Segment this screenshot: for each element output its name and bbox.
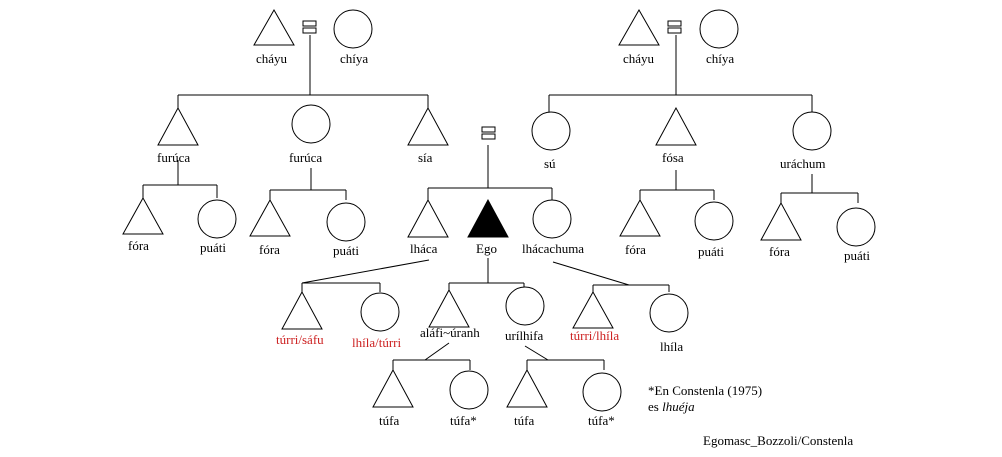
grandchild-f2-label: túfa* bbox=[588, 413, 615, 428]
grandfather-left-triangle bbox=[253, 8, 295, 46]
ego-sister-circle bbox=[532, 199, 572, 239]
aunt-right-label: sú bbox=[544, 156, 556, 171]
cousin-m3-triangle bbox=[619, 198, 661, 237]
sis-son-triangle bbox=[572, 290, 614, 329]
sis-son-label: túrri/lhíla bbox=[570, 328, 619, 343]
cousin-f4-label: puáti bbox=[844, 248, 870, 263]
daughter-circle bbox=[505, 286, 545, 326]
brother-of-mother-triangle bbox=[407, 106, 449, 146]
mother-label: furúca bbox=[289, 150, 322, 165]
grandchild-f1-label: túfa* bbox=[450, 413, 477, 428]
bro-daughter-circle bbox=[360, 292, 400, 332]
bro-son-triangle bbox=[281, 290, 323, 330]
daughter-label: urílhifa bbox=[505, 328, 543, 343]
cousin-f2-label: puáti bbox=[333, 243, 359, 258]
note-line-1: *En Constenla (1975) bbox=[648, 383, 762, 398]
cousin-f2-circle bbox=[326, 202, 366, 242]
sis-daughter-label: lhíla bbox=[660, 339, 683, 354]
ego-label: Ego bbox=[476, 241, 497, 256]
ego-sister-label: lhácachuma bbox=[522, 241, 584, 256]
mother-circle bbox=[291, 104, 331, 144]
note-line-2-italic: lhuéja bbox=[662, 399, 695, 414]
cousin-m1-triangle bbox=[122, 196, 164, 235]
brother-of-mother-label: sía bbox=[418, 150, 433, 165]
cousin-m2-label: fóra bbox=[259, 242, 280, 257]
uncle-left-label: furúca bbox=[157, 150, 190, 165]
cousin-f3-label: puáti bbox=[698, 244, 724, 259]
aunt2-right-label: uráchum bbox=[780, 156, 825, 171]
son-label: aláfi~úranh bbox=[420, 325, 480, 340]
marriage-symbol-grandparents-right bbox=[667, 20, 682, 34]
sis-daughter-circle bbox=[649, 293, 689, 333]
grandchild-m1-label: túfa bbox=[379, 413, 399, 428]
aunt2-right-circle bbox=[792, 111, 832, 151]
grandchild-m2-triangle bbox=[506, 368, 548, 408]
cousin-m2-triangle bbox=[249, 198, 291, 237]
grandfather-right-label: cháyu bbox=[623, 51, 655, 66]
grandmother-left-circle bbox=[333, 9, 373, 49]
cousin-m4-label: fóra bbox=[769, 244, 790, 259]
caption: Egomasc_Bozzoli/Constenla bbox=[703, 433, 853, 448]
grandchild-f2-circle bbox=[582, 372, 622, 412]
marriage-symbol-grandparents-left bbox=[302, 20, 317, 34]
son-triangle bbox=[428, 288, 470, 328]
cousin-f1-circle bbox=[197, 199, 237, 239]
grandchild-f1-circle bbox=[449, 370, 489, 410]
note-line-2-prefix: es bbox=[648, 399, 662, 414]
cousin-f1-label: puáti bbox=[200, 240, 226, 255]
cousin-f3-circle bbox=[694, 201, 734, 241]
father-triangle bbox=[655, 106, 697, 146]
cousin-m3-label: fóra bbox=[625, 242, 646, 257]
grandmother-right-label: chíya bbox=[706, 51, 734, 66]
cousin-m1-label: fóra bbox=[128, 238, 149, 253]
grandfather-left-label: cháyu bbox=[256, 51, 288, 66]
bro-daughter-label: lhíla/túrri bbox=[352, 335, 401, 350]
marriage-symbol-parents bbox=[481, 126, 496, 140]
ego-brother-label: lháca bbox=[410, 241, 438, 256]
ego-brother-triangle bbox=[407, 198, 449, 238]
cousin-m4-triangle bbox=[760, 201, 802, 241]
grandchild-m2-label: túfa bbox=[514, 413, 534, 428]
aunt-right-circle bbox=[531, 111, 571, 151]
grandmother-right-circle bbox=[699, 9, 739, 49]
bro-son-label: túrri/sáfu bbox=[276, 332, 324, 347]
grandfather-right-triangle bbox=[618, 8, 660, 46]
grandmother-left-label: chíya bbox=[340, 51, 368, 66]
uncle-left-triangle bbox=[157, 106, 199, 146]
grandchild-m1-triangle bbox=[372, 368, 414, 408]
father-label: fósa bbox=[662, 150, 684, 165]
ego-triangle bbox=[467, 198, 509, 238]
cousin-f4-circle bbox=[836, 207, 876, 247]
note-line-2: es lhuéja bbox=[648, 399, 695, 414]
